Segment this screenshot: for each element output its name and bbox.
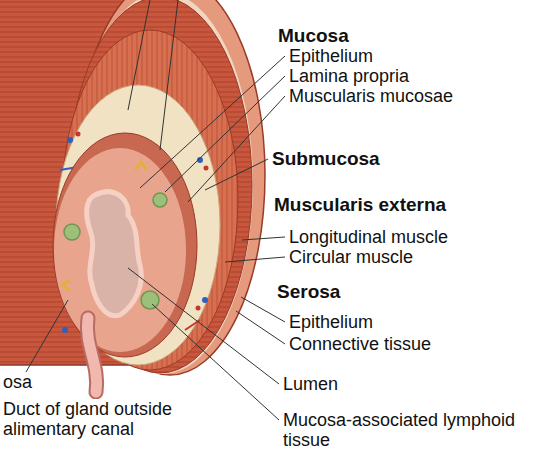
- part-label: Connective tissue: [289, 334, 431, 354]
- lamina-propria: [54, 148, 186, 352]
- part-label: Muscularis externa: [274, 195, 446, 215]
- gland-duct: [87, 318, 96, 392]
- part-label: Mucosa: [278, 26, 349, 46]
- part-label: Submucosa: [272, 149, 380, 169]
- leader-lines: [26, 0, 285, 420]
- gland-duct-inner: [87, 318, 96, 392]
- part-label: Serosa: [277, 282, 340, 302]
- part-label: Duct of gland outside alimentary canal: [3, 399, 208, 439]
- mucosal-glands: [62, 162, 147, 291]
- muscularis-mucosae: [53, 133, 197, 357]
- part-label: Muscularis mucosae: [289, 86, 453, 106]
- lumen: [87, 192, 142, 316]
- part-label: Epithelium: [289, 46, 373, 66]
- part-label: Lumen: [283, 374, 338, 394]
- part-label: osa: [3, 372, 32, 392]
- part-label: Circular muscle: [289, 247, 413, 267]
- part-label: Lamina propria: [289, 66, 409, 86]
- part-label: Longitudinal muscle: [289, 227, 448, 247]
- part-label: Mucosa-associated lymphoid tissue: [283, 410, 538, 450]
- part-label: Epithelium: [289, 312, 373, 332]
